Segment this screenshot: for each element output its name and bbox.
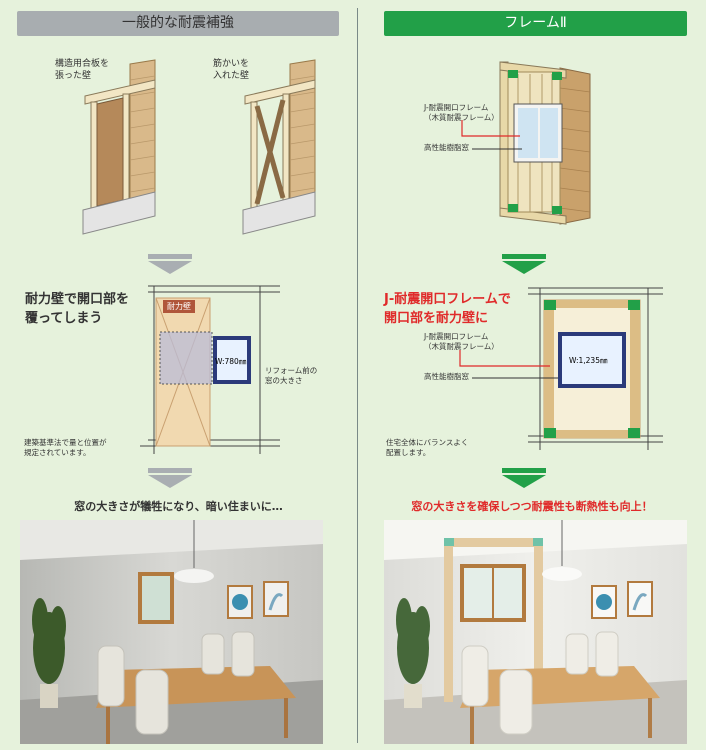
window-label-2: 高性能樹脂窓 bbox=[424, 372, 469, 381]
column-divider bbox=[357, 8, 358, 743]
green-down-arrow-1 bbox=[502, 254, 546, 274]
window-label: 高性能樹脂窓 bbox=[424, 143, 469, 152]
right-heading: J-耐震開口フレームで 開口部を耐力壁に bbox=[384, 292, 511, 326]
left-heading: 耐力壁で開口部を 覆ってしまう bbox=[25, 292, 130, 326]
frame-label: J-耐震開口フレーム （木質耐震フレーム） bbox=[424, 103, 499, 122]
left-caption: 窓の大きさが犠牲になり、暗い住まいに… bbox=[74, 500, 283, 513]
window-label-2-leader bbox=[472, 377, 558, 379]
window-label-leader bbox=[472, 148, 522, 150]
frame-wall-illustration bbox=[499, 61, 591, 225]
bearing-wall-plan-diagram bbox=[140, 285, 280, 454]
gray-down-arrow-1 bbox=[148, 254, 192, 274]
right-caption: 窓の大きさを確保しつつ耐震性も断熱性も向上！ bbox=[411, 500, 653, 513]
left-header: 一般的な耐震補強 bbox=[17, 11, 339, 36]
right-header: フレームⅡ bbox=[384, 11, 687, 36]
bearing-wall-tag: 耐力壁 bbox=[163, 300, 195, 313]
plywood-wall-illustration bbox=[82, 59, 156, 235]
braced-wall-illustration bbox=[242, 59, 316, 235]
left-window-width: W:780㎜ bbox=[215, 357, 247, 366]
right-window-width: W:1,235㎜ bbox=[569, 356, 608, 365]
left-window-note: リフォーム前の 窓の大きさ bbox=[265, 366, 318, 385]
dark-room-photo bbox=[20, 520, 323, 744]
green-down-arrow-2 bbox=[502, 468, 546, 488]
balance-note: 住宅全体にバランスよく 配置します。 bbox=[386, 438, 469, 457]
bright-room-photo bbox=[384, 520, 687, 744]
brace-wall-label: 筋かいを 入れた壁 bbox=[213, 59, 250, 81]
law-note: 建築基準法で量と位置が 規定されています。 bbox=[24, 438, 107, 457]
plywood-wall-label: 構造用合板を 張った壁 bbox=[55, 59, 110, 81]
frame-label-2: J-耐震開口フレーム （木質耐震フレーム） bbox=[424, 332, 499, 351]
frame-label-leader bbox=[461, 120, 520, 137]
frame-label-2-leader bbox=[459, 350, 550, 367]
frame-plan-diagram bbox=[528, 287, 663, 450]
gray-down-arrow-2 bbox=[148, 468, 192, 488]
